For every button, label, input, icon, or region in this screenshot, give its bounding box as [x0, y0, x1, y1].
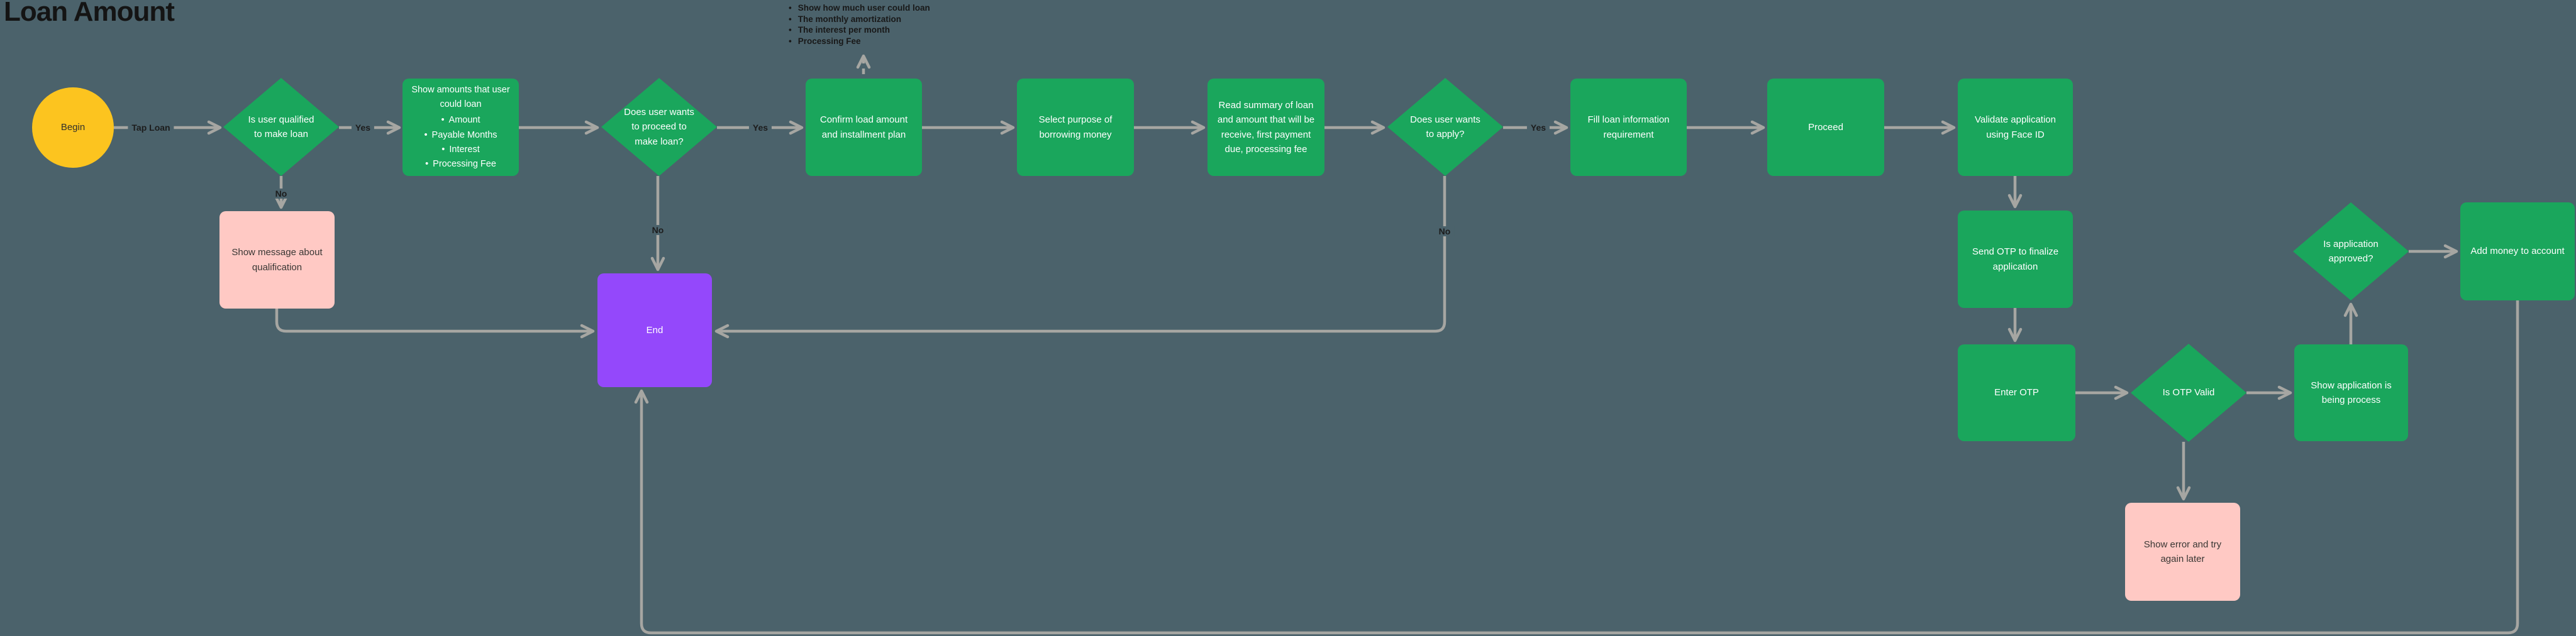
process-validate-faceid[interactable]: Validate application using Face ID	[1958, 79, 2073, 176]
list-item: Payable Months	[411, 128, 511, 143]
start-node-begin[interactable]: Begin	[32, 87, 114, 168]
process-show-amounts[interactable]: Show amounts that user could loan Amount…	[402, 79, 519, 176]
node-label: Fill loan information requirement	[1587, 114, 1670, 140]
list-item: Processing Fee	[411, 157, 511, 172]
process-proceed[interactable]: Proceed	[1767, 79, 1884, 176]
end-node[interactable]: End	[597, 273, 712, 387]
node-label: Show error and try again later	[2143, 539, 2222, 564]
show-amounts-list: Amount Payable Months Interest Processin…	[411, 113, 511, 172]
annotation-item: Processing Fee	[789, 36, 930, 47]
edge-label-yes-apply[interactable]: Yes	[1526, 123, 1550, 133]
alert-error-try-again[interactable]: Show error and try again later	[2125, 503, 2240, 601]
node-label: Is user qualified to make loan	[248, 114, 314, 140]
process-add-money[interactable]: Add money to account	[2460, 202, 2575, 300]
page-title[interactable]: Loan Amount	[4, 0, 175, 27]
node-label: Show amounts that user could loan Amount…	[402, 83, 519, 172]
process-send-otp[interactable]: Send OTP to finalize application	[1958, 211, 2073, 308]
process-confirm-amount[interactable]: Confirm load amount and installment plan	[806, 79, 922, 176]
node-label: Proceed	[1808, 121, 1843, 133]
show-amounts-heading: Show amounts that user could loan	[411, 84, 510, 110]
node-label: Read summary of loan and amount that wil…	[1217, 100, 1315, 155]
list-item: Interest	[411, 143, 511, 157]
node-label: Show application is being process	[2311, 380, 2392, 405]
edge-label-yes-qualified[interactable]: Yes	[351, 123, 375, 133]
node-label: Does user wants to proceed to make loan?	[624, 107, 694, 147]
node-label: Select purpose of borrowing money	[1038, 114, 1113, 140]
node-label: Confirm load amount and installment plan	[819, 114, 908, 140]
alert-qualification-message[interactable]: Show message about qualification	[219, 211, 335, 309]
node-label: Show message about qualification	[231, 247, 323, 273]
edge-message-to-end[interactable]	[275, 309, 595, 339]
node-label: Send OTP to finalize application	[1972, 246, 2059, 272]
node-label: Validate application using Face ID	[1975, 114, 2056, 140]
annotation-item: Show how much user could loan	[789, 3, 930, 14]
node-label: Is application approved?	[2323, 238, 2379, 264]
edge-label-no-proceed-loan[interactable]: No	[648, 225, 668, 235]
edge-label-yes-proceed-loan[interactable]: Yes	[748, 123, 772, 133]
process-select-purpose[interactable]: Select purpose of borrowing money	[1017, 79, 1134, 176]
edge-label-tap-loan[interactable]: Tap Loan	[128, 123, 174, 133]
annotation-item: The monthly amortization	[789, 14, 930, 25]
node-label: Is OTP Valid	[2162, 387, 2215, 398]
list-item: Amount	[411, 113, 511, 128]
node-label: Enter OTP	[1994, 387, 2039, 398]
node-label: Begin	[60, 122, 86, 133]
annotation-note[interactable]: Show how much user could loan The monthl…	[789, 3, 930, 47]
process-read-summary[interactable]: Read summary of loan and amount that wil…	[1208, 79, 1324, 176]
process-fill-loan-info[interactable]: Fill loan information requirement	[1570, 79, 1687, 176]
process-application-processing[interactable]: Show application is being process	[2294, 344, 2408, 441]
edge-apply-no-to-end[interactable]	[714, 176, 1446, 339]
edge-label-no-apply[interactable]: No	[1435, 226, 1455, 236]
node-label: Does user wants to apply?	[1410, 114, 1480, 140]
node-label: Add money to account	[2470, 246, 2565, 257]
node-label: End	[646, 324, 663, 336]
edge-label-no-qualified[interactable]: No	[271, 189, 291, 199]
annotation-item: The interest per month	[789, 25, 930, 36]
edge-addmoney-to-end[interactable]	[634, 300, 2519, 635]
process-enter-otp[interactable]: Enter OTP	[1958, 344, 2075, 441]
